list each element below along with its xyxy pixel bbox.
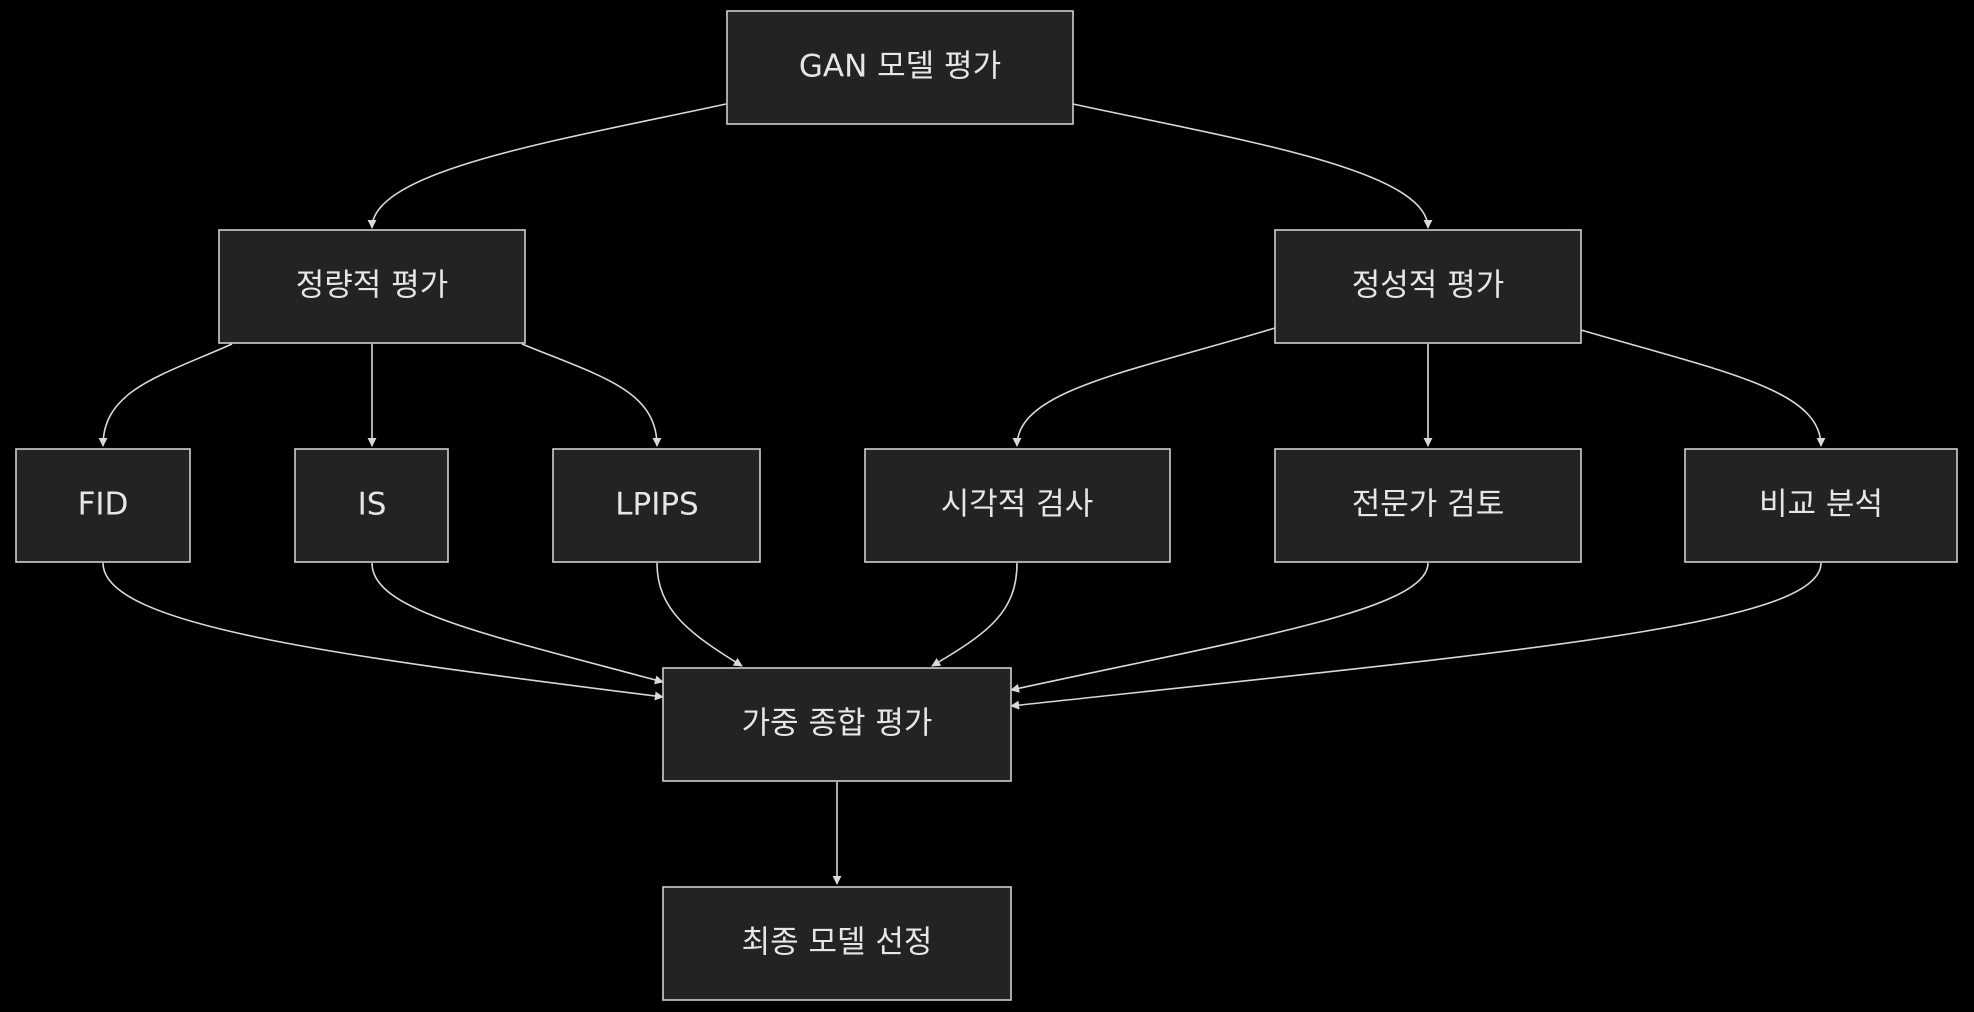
node-fid[interactable]: FID [15,448,191,563]
node-visual-inspection[interactable]: 시각적 검사 [864,448,1171,563]
edge-qual-to-compare [1580,329,1826,447]
node-is[interactable]: IS [294,448,449,563]
node-label: 정성적 평가 [1352,268,1504,304]
edge-expert-to-weighted [1010,562,1429,693]
node-label: LPIPS [615,487,698,523]
node-weighted-overall-evaluation[interactable]: 가중 종합 평가 [662,667,1012,782]
node-label: FID [78,487,129,523]
node-label: 가중 종합 평가 [742,706,933,742]
edge-fid-to-weighted [102,562,664,701]
edge-qual-to-visual [1012,327,1276,447]
node-label: 비교 분석 [1759,487,1883,523]
edge-quant-to-lpips [521,343,662,447]
node-label: 최종 모델 선정 [742,925,933,961]
edge-is-to-weighted [371,562,664,685]
node-final-model-selection[interactable]: 최종 모델 선정 [662,886,1012,1001]
nodes: GAN 모델 평가 정량적 평가 정성적 평가 FID IS LPIPS 시각적… [15,10,1958,1001]
node-expert-review[interactable]: 전문가 검토 [1274,448,1582,563]
node-lpips[interactable]: LPIPS [552,448,761,563]
node-comparative-analysis[interactable]: 비교 분석 [1684,448,1958,563]
edge-visual-to-weighted [931,562,1018,667]
edges [98,103,1826,885]
node-label: GAN 모델 평가 [799,49,1001,85]
node-label: IS [358,487,387,523]
edge-compare-to-weighted [1010,562,1822,710]
edge-quant-to-fid [98,343,233,447]
edge-root-to-qual [1072,103,1433,229]
edge-root-to-quant [367,103,727,229]
node-qualitative-evaluation[interactable]: 정성적 평가 [1274,229,1582,344]
edge-lpips-to-weighted [656,562,743,667]
node-quantitative-evaluation[interactable]: 정량적 평가 [218,229,526,344]
node-label: 전문가 검토 [1352,487,1504,523]
node-gan-model-evaluation[interactable]: GAN 모델 평가 [726,10,1074,125]
node-label: 정량적 평가 [296,268,448,304]
node-label: 시각적 검사 [941,487,1093,523]
